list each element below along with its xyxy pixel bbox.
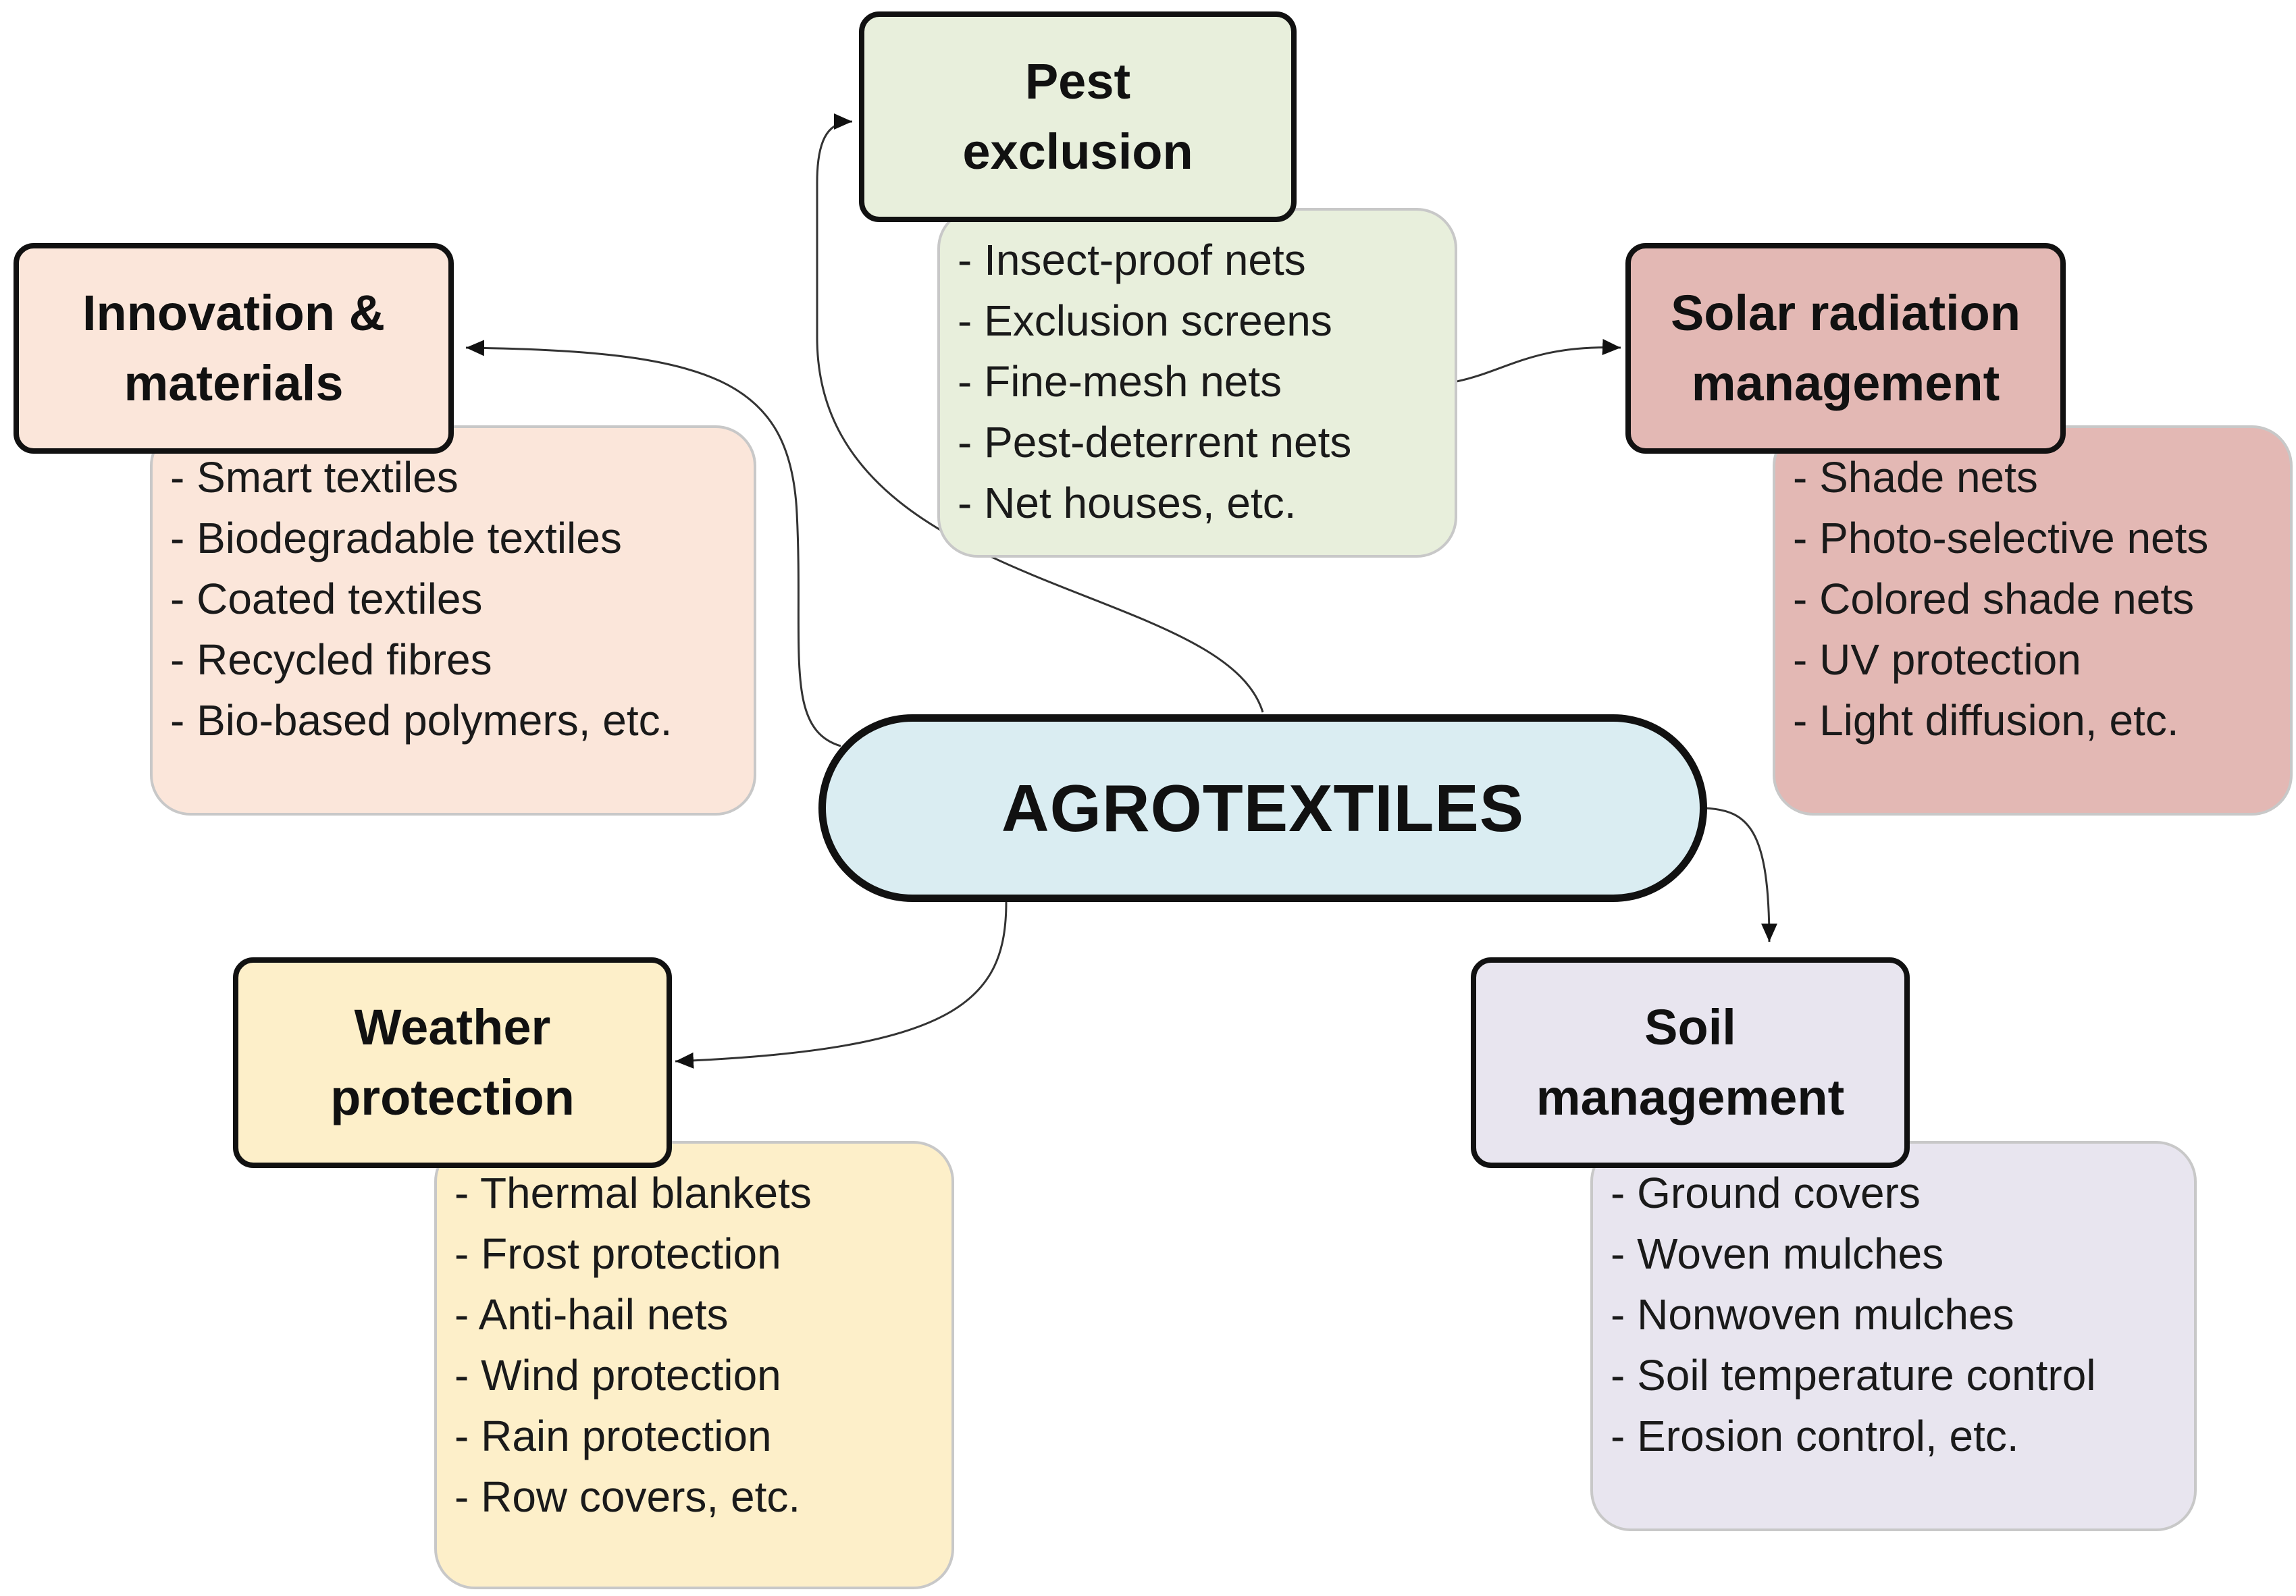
pest-exclusion-title: Pest exclusion: [859, 11, 1297, 222]
list-item: - Light diffusion, etc.: [1793, 696, 2179, 745]
title-line: management: [1536, 1069, 1845, 1125]
list-item: - Row covers, etc.: [454, 1472, 801, 1521]
list-item: - Net houses, etc.: [958, 479, 1297, 527]
list-item: - Recycled fibres: [170, 635, 492, 684]
list-item: - Frost protection: [454, 1229, 781, 1278]
list-item: - Shade nets: [1793, 453, 2038, 502]
list-item: - Woven mulches: [1611, 1229, 1944, 1278]
list-item: - Smart textiles: [170, 453, 459, 502]
list-item: - Biodegradable textiles: [170, 514, 622, 562]
list-item: - Fine-mesh nets: [958, 357, 1282, 406]
solar-radiation-title: Solar radiation management: [1625, 243, 2066, 454]
title-line: Innovation &: [82, 285, 386, 341]
agrotextiles-center-node: AGROTEXTILES: [818, 714, 1707, 902]
list-item: - Anti-hail nets: [454, 1290, 729, 1339]
list-item: - Nonwoven mulches: [1611, 1290, 2014, 1339]
list-item: - Pest-deterrent nets: [958, 418, 1352, 467]
arrow-to-weather-protection: [675, 901, 1008, 1069]
list-item: - Colored shade nets: [1793, 575, 2195, 623]
title-line: Pest: [1024, 53, 1131, 109]
soil-management-title: Soil management: [1471, 957, 1910, 1168]
list-item: - Soil temperature control: [1611, 1351, 2096, 1400]
center-label: AGROTEXTILES: [1001, 770, 1525, 845]
list-item: - Erosion control, etc.: [1611, 1412, 2019, 1460]
list-item: - Bio-based polymers, etc.: [170, 696, 673, 745]
list-item: - UV protection: [1793, 635, 2081, 684]
soil-management-list: - Ground covers - Woven mulches - Nonwov…: [1590, 1141, 2197, 1531]
title-line: Solar radiation: [1670, 285, 2021, 341]
title-line: protection: [330, 1069, 575, 1125]
title-line: Weather: [354, 999, 551, 1055]
title-line: management: [1691, 355, 2000, 411]
solar-radiation-list: - Shade nets - Photo-selective nets - Co…: [1773, 425, 2293, 816]
list-item: - Exclusion screens: [958, 296, 1332, 345]
title-line: Soil: [1644, 999, 1736, 1055]
arrow-to-pest-exclusion: [816, 113, 1264, 713]
innovation-materials-list: - Smart textiles - Biodegradable textile…: [150, 425, 756, 816]
weather-protection-title: Weather protection: [233, 957, 672, 1168]
list-item: - Rain protection: [454, 1412, 772, 1460]
list-item: - Insect-proof nets: [958, 236, 1306, 284]
list-item: - Wind protection: [454, 1351, 781, 1400]
list-item: - Coated textiles: [170, 575, 483, 623]
title-line: materials: [124, 355, 344, 411]
arrow-to-soil-management: [1704, 807, 1777, 942]
list-item: - Ground covers: [1611, 1169, 1921, 1217]
list-item: - Photo-selective nets: [1793, 514, 2209, 562]
weather-protection-list: - Thermal blankets - Frost protection - …: [434, 1141, 954, 1589]
arrow-to-innovation-materials: [465, 340, 841, 747]
innovation-materials-title: Innovation & materials: [14, 243, 454, 454]
arrow-to-solar-radiation: [1456, 338, 1621, 383]
title-line: exclusion: [962, 124, 1193, 180]
list-item: - Thermal blankets: [454, 1169, 812, 1217]
pest-exclusion-list: - Insect-proof nets - Exclusion screens …: [937, 208, 1457, 558]
